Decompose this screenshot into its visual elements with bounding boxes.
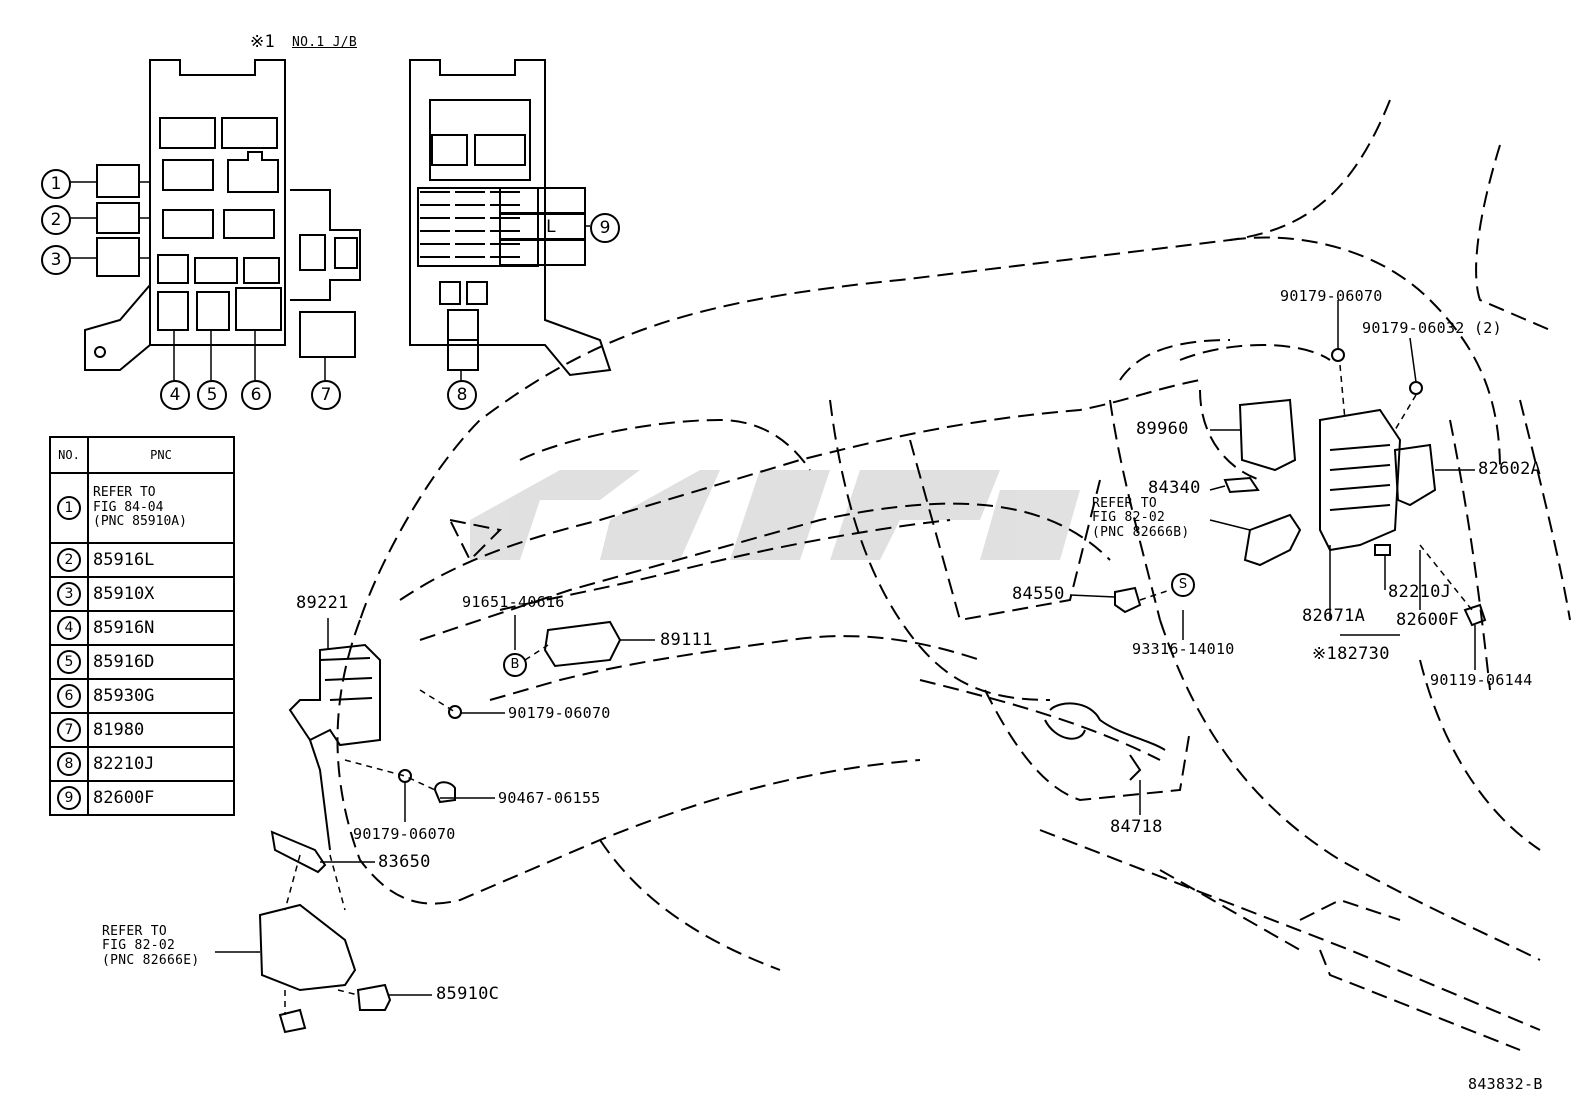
row-pnc: 85930G [87, 678, 235, 714]
part-90179-06070-c: 90179-06070 [1280, 287, 1383, 305]
part-82671a: 82671A [1302, 606, 1366, 626]
callout-5: 5 [197, 380, 227, 410]
part-93316-14010: 93316-14010 [1132, 640, 1235, 658]
row-pnc: 82600F [87, 780, 235, 816]
junction-block-front [84, 59, 361, 371]
part-182730: ※182730 [1312, 644, 1390, 664]
row-pnc: 85916L [87, 542, 235, 578]
component-outlines [258, 348, 1487, 1034]
table-row: 8 82210J [49, 746, 235, 782]
row-pnc: 82210J [87, 746, 235, 782]
part-82210j: 82210J [1388, 582, 1452, 602]
pnc-table: NO. PNC 1 REFER TO FIG 84-04 (PNC 85910A… [49, 436, 235, 816]
row-no: 7 [57, 718, 81, 742]
part-82600f: 82600F [1396, 610, 1460, 630]
part-91651-40616: 91651-40616 [462, 593, 565, 611]
callout-9: 9 [590, 213, 620, 243]
part-84340: 84340 [1148, 478, 1201, 498]
row-no: 4 [57, 616, 81, 640]
part-89960: 89960 [1136, 419, 1189, 439]
row-pnc: 85910X [87, 576, 235, 612]
ref-82666b: REFER TO FIG 82-02 (PNC 82666B) [1092, 496, 1190, 540]
callout-8: 8 [447, 380, 477, 410]
part-85910c: 85910C [436, 984, 500, 1004]
row-no: 9 [57, 786, 81, 810]
table-row: 7 81980 [49, 712, 235, 748]
watermark [470, 470, 1080, 560]
part-84550: 84550 [1012, 584, 1065, 604]
ref-mark: ※1 [250, 32, 276, 52]
figure-id: 843832-B [1468, 1075, 1543, 1093]
col-pnc-header: PNC [87, 436, 235, 474]
part-90179-06070-b: 90179-06070 [353, 825, 456, 843]
part-90119-06144: 90119-06144 [1430, 671, 1533, 689]
table-row: 4 85916N [49, 610, 235, 646]
table-row: 3 85910X [49, 576, 235, 612]
mark-s: S [1171, 573, 1195, 597]
row-pnc: REFER TO FIG 84-04 (PNC 85910A) [87, 472, 235, 544]
row-no: 5 [57, 650, 81, 674]
part-82602a: 82602A [1478, 459, 1542, 479]
jb-leaders [68, 181, 590, 380]
table-row: 5 85916D [49, 644, 235, 680]
col-no-header: NO. [49, 436, 89, 474]
table-header: NO. PNC [49, 436, 235, 474]
table-row: 9 82600F [49, 780, 235, 816]
row-no: 3 [57, 582, 81, 606]
part-89221: 89221 [296, 593, 349, 613]
row-no: 6 [57, 684, 81, 708]
row-pnc: 81980 [87, 712, 235, 748]
part-90179-06032: 90179-06032 (2) [1362, 319, 1502, 337]
callout-2: 2 [41, 205, 71, 235]
table-row: 2 85916L [49, 542, 235, 578]
part-83650: 83650 [378, 852, 431, 872]
row-pnc: 85916N [87, 610, 235, 646]
callout-4: 4 [160, 380, 190, 410]
dashed-connectors [284, 364, 1473, 1015]
part-89111: 89111 [660, 630, 713, 650]
callout-1: 1 [41, 169, 71, 199]
jb-title: NO.1 J/B [292, 35, 358, 50]
leader-lines [215, 300, 1476, 996]
callout-6: 6 [241, 380, 271, 410]
part-90179-06070-a: 90179-06070 [508, 704, 611, 722]
dashboard-outline [336, 99, 1571, 1051]
row-no: 8 [57, 752, 81, 776]
row-no: 1 [57, 496, 81, 520]
callout-7: 7 [311, 380, 341, 410]
table-row: 1 REFER TO FIG 84-04 (PNC 85910A) [49, 472, 235, 544]
mark-b: B [503, 653, 527, 677]
callout-3: 3 [41, 245, 71, 275]
junction-block-rear [409, 59, 612, 377]
part-84718: 84718 [1110, 817, 1163, 837]
part-90467-06155: 90467-06155 [498, 789, 601, 807]
row-pnc: 85916D [87, 644, 235, 680]
jb-letter: L [546, 217, 557, 237]
table-row: 6 85930G [49, 678, 235, 714]
ref-82666e: REFER TO FIG 82-02 (PNC 82666E) [102, 924, 200, 968]
row-no: 2 [57, 548, 81, 572]
